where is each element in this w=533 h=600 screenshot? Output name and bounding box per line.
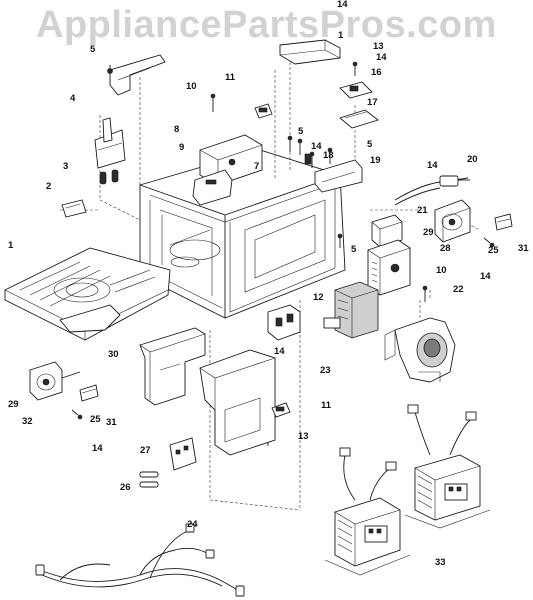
callout-number: 4 — [70, 93, 76, 104]
bracket-part-19 — [304, 153, 363, 193]
bracket-part-31-left — [79, 384, 99, 402]
screws — [71, 61, 495, 446]
callout-number: 31 — [106, 417, 117, 428]
fuses-part-26 — [139, 471, 159, 488]
callout-number: 25 — [90, 414, 101, 425]
stirrer-motor-part-21 — [371, 214, 403, 248]
callout-number: 27 — [140, 445, 151, 456]
clip-part-2 — [61, 199, 87, 218]
callout-number: 9 — [179, 142, 184, 153]
air-guide-part-23 — [199, 349, 276, 456]
transformer-part-33-right — [404, 404, 491, 529]
callout-number: 29 — [423, 227, 434, 238]
callout-number: 19 — [370, 155, 381, 166]
callout-number: 13 — [298, 431, 309, 442]
callout-number: 5 — [90, 44, 96, 55]
hv-transformer-center — [323, 281, 379, 339]
callout-number: 11 — [321, 400, 332, 411]
callout-number: 10 — [436, 265, 447, 276]
switch-assembly-part-12 — [267, 304, 301, 341]
latch-bracket-part — [107, 54, 166, 96]
callout-number: 11 — [225, 72, 236, 83]
callout-number: 2 — [46, 181, 51, 192]
callout-number: 14 — [274, 346, 285, 357]
callout-number: 13 — [373, 41, 384, 52]
watermark: AppliancePartsPros.com — [36, 4, 497, 46]
callout-number: 25 — [488, 245, 499, 256]
callout-number: 14 — [311, 141, 322, 152]
callout-number: 7 — [254, 161, 259, 172]
callout-number: 31 — [518, 243, 529, 254]
callout-number: 28 — [440, 243, 451, 254]
callout-number: 8 — [174, 124, 179, 135]
callout-number: 22 — [453, 284, 464, 295]
callout-number: 14 — [337, 0, 348, 10]
noise-filter-part-27 — [169, 437, 197, 471]
callout-number: 14 — [480, 271, 491, 282]
wire-harness-part-24 — [35, 523, 245, 597]
callout-number: 10 — [186, 81, 197, 92]
callout-number: 30 — [108, 349, 119, 360]
blower-motor-part-22 — [384, 317, 456, 383]
callout-number: 5 — [351, 244, 357, 255]
callout-number: 18 — [323, 150, 334, 161]
thermal-cutout-part-20 — [394, 175, 470, 206]
callout-number: 5 — [298, 126, 304, 137]
callout-number: 17 — [367, 97, 378, 108]
callout-number: 32 — [22, 416, 33, 427]
top-cover-bracket-part — [279, 39, 341, 65]
air-duct-part-30 — [139, 327, 206, 406]
bracket-part-31-right — [494, 213, 513, 231]
callout-number: 23 — [320, 365, 331, 376]
callout-number: 16 — [371, 67, 382, 78]
turntable-motor-part-29 — [29, 361, 81, 401]
switch-part-11-lower — [271, 402, 291, 418]
callout-number: 20 — [467, 154, 478, 165]
callout-number: 14 — [376, 52, 387, 63]
cavity-top-components — [192, 134, 263, 206]
callout-number: 33 — [435, 557, 446, 568]
callout-number: 1 — [8, 240, 14, 251]
callout-number: 12 — [313, 292, 324, 303]
transformer-part-33-left — [324, 447, 411, 576]
bottom-plate-part-1 — [4, 247, 171, 341]
callout-number: 5 — [367, 139, 373, 150]
callout-number: 29 — [8, 399, 19, 410]
callout-number: 24 — [187, 519, 198, 530]
door-interlock-part — [94, 117, 126, 185]
magnetron-part — [367, 239, 411, 296]
switch-part-11-top — [254, 103, 273, 119]
callout-number: 3 — [63, 161, 68, 172]
callout-number: 21 — [417, 205, 428, 216]
callout-number: 1 — [338, 30, 344, 41]
fan-motor-part-28 — [434, 199, 471, 243]
callout-number: 14 — [427, 160, 438, 171]
callout-number: 26 — [120, 482, 131, 493]
control-board-part — [339, 81, 379, 129]
callout-number: 14 — [92, 443, 103, 454]
